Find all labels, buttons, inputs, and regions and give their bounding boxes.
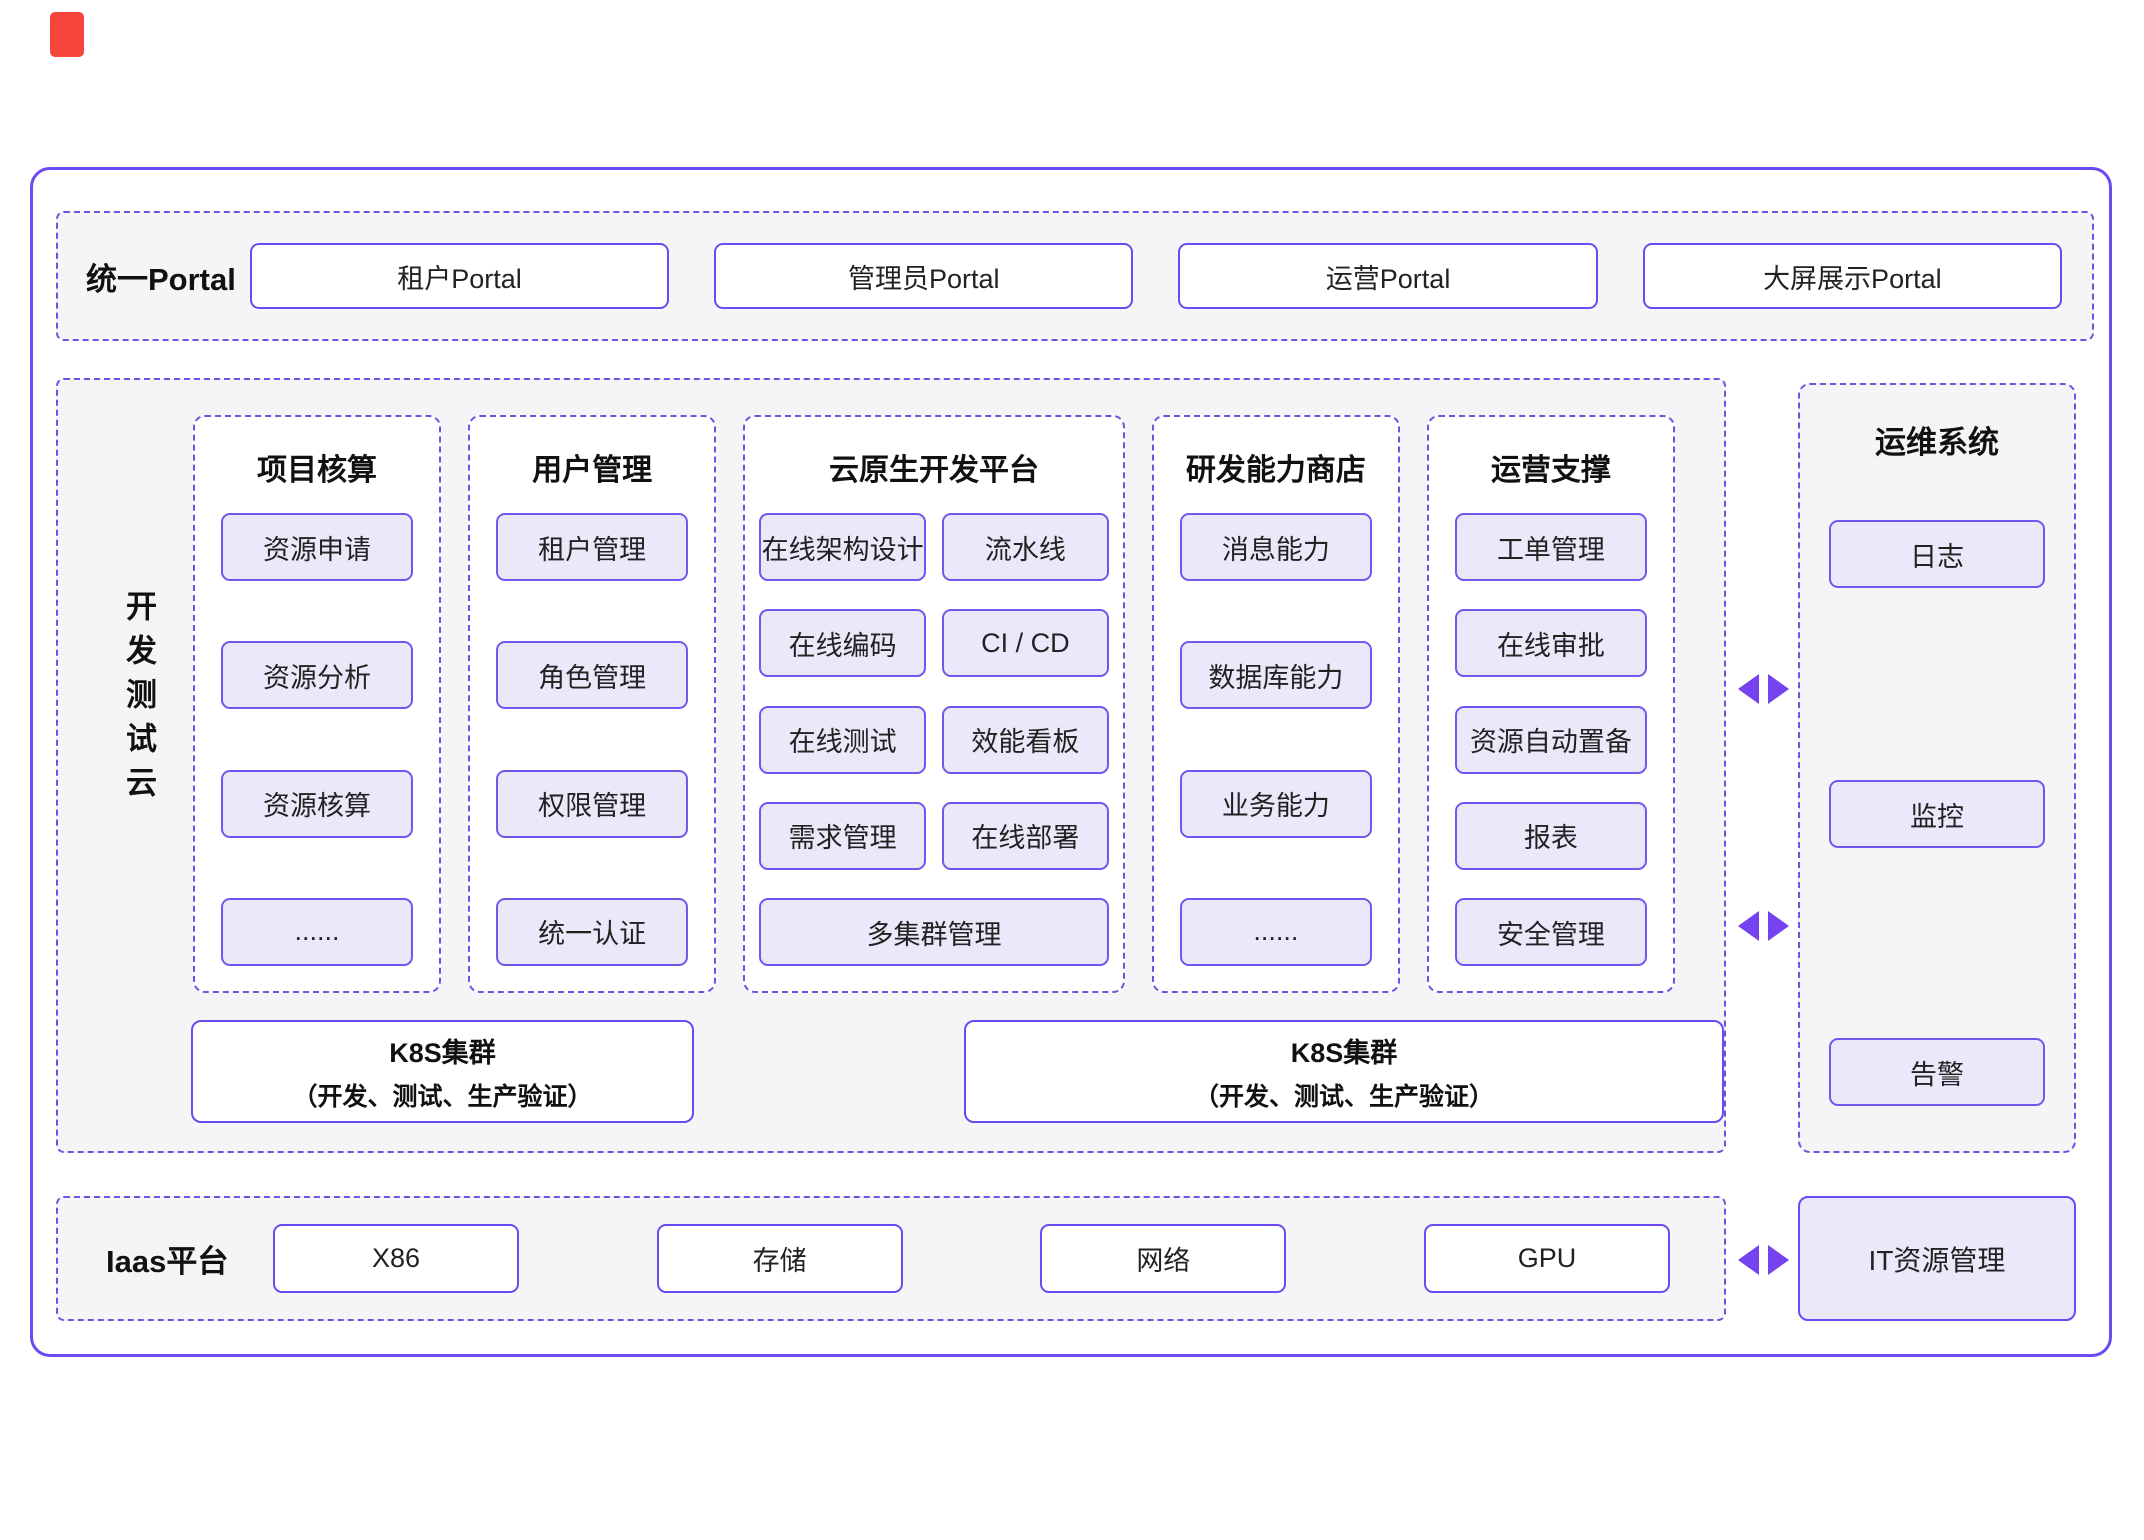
it-resource-box: IT资源管理 bbox=[1798, 1196, 2076, 1321]
item-box: 统一认证 bbox=[496, 897, 689, 966]
item-box: 资源自动置备 bbox=[1454, 705, 1647, 774]
arrow-right-icon bbox=[1768, 674, 1789, 704]
k8s-cluster-subtitle: （开发、测试、生产验证） bbox=[292, 1082, 593, 1111]
item-box: 在线架构设计 bbox=[759, 513, 926, 581]
item-box: 报表 bbox=[1454, 801, 1647, 870]
item-box: ...... bbox=[1179, 897, 1372, 966]
item-box: 在线测试 bbox=[759, 705, 926, 774]
item-box: CI / CD bbox=[942, 609, 1109, 678]
ops-item-monitor: 监控 bbox=[1829, 780, 2045, 848]
k8s-cluster-box: K8S集群 （开发、测试、生产验证） bbox=[191, 1020, 694, 1123]
item-box: 在线审批 bbox=[1454, 609, 1647, 678]
k8s-cluster-title: K8S集群 bbox=[1290, 1037, 1398, 1068]
arrow-right-icon bbox=[1768, 911, 1789, 941]
arrow-left-icon bbox=[1738, 674, 1759, 704]
iaas-item-storage: 存储 bbox=[656, 1224, 903, 1293]
bidirectional-arrow bbox=[1738, 1245, 1789, 1275]
iaas-box-row: X86 存储 网络 GPU bbox=[273, 1224, 1670, 1293]
column-title: 项目核算 bbox=[257, 454, 378, 487]
column-items: 工单管理 在线审批 资源自动置备 报表 安全管理 bbox=[1454, 513, 1647, 966]
item-box: 资源核算 bbox=[221, 769, 414, 838]
ops-system-title: 运维系统 bbox=[1875, 425, 1999, 460]
item-box: 业务能力 bbox=[1179, 769, 1372, 838]
column-items: 消息能力 数据库能力 业务能力 ...... bbox=[1179, 513, 1372, 966]
ops-item-alert: 告警 bbox=[1829, 1038, 2045, 1106]
item-box: 需求管理 bbox=[759, 801, 926, 870]
item-row: 在线架构设计 流水线 bbox=[759, 513, 1109, 581]
item-box-multi-cluster: 多集群管理 bbox=[759, 898, 1109, 966]
item-box: 效能看板 bbox=[942, 705, 1109, 774]
column-items: 资源申请 资源分析 资源核算 ...... bbox=[221, 513, 414, 966]
iaas-item-gpu: GPU bbox=[1423, 1224, 1670, 1293]
column-title: 研发能力商店 bbox=[1185, 454, 1366, 487]
column-rd-capability-store: 研发能力商店 消息能力 数据库能力 业务能力 ...... bbox=[1151, 415, 1400, 993]
k8s-cluster-subtitle: （开发、测试、生产验证） bbox=[1193, 1082, 1494, 1111]
column-operation-support: 运营支撑 工单管理 在线审批 资源自动置备 报表 安全管理 bbox=[1426, 415, 1675, 993]
column-title: 运营支撑 bbox=[1490, 454, 1611, 487]
item-row: 在线测试 效能看板 bbox=[759, 705, 1109, 774]
item-box: 资源申请 bbox=[221, 513, 414, 581]
item-box: 资源分析 bbox=[221, 641, 414, 710]
k8s-cluster-box: K8S集群 （开发、测试、生产验证） bbox=[964, 1020, 1724, 1123]
item-row: 需求管理 在线部署 bbox=[759, 801, 1109, 870]
bidirectional-arrow bbox=[1738, 911, 1789, 941]
portal-box-row: 租户Portal 管理员Portal 运营Portal 大屏展示Portal bbox=[249, 243, 2062, 309]
module-columns: 项目核算 资源申请 资源分析 资源核算 ...... 用户管理 租户管理 角色管… bbox=[193, 415, 1675, 993]
arrow-right-icon bbox=[1768, 1245, 1789, 1275]
item-box: 权限管理 bbox=[496, 769, 689, 838]
portal-item-operation: 运营Portal bbox=[1178, 243, 1598, 309]
column-cloud-native-platform: 云原生开发平台 在线架构设计 流水线 在线编码 CI / CD 在线测试 效能看 bbox=[743, 415, 1125, 993]
platform-container: 统一Portal 租户Portal 管理员Portal 运营Portal 大屏展… bbox=[30, 167, 2112, 1357]
bidirectional-arrow bbox=[1738, 674, 1789, 704]
portal-item-bigscreen: 大屏展示Portal bbox=[1642, 243, 2062, 309]
iaas-item-network: 网络 bbox=[1040, 1224, 1287, 1293]
item-row: 在线编码 CI / CD bbox=[759, 609, 1109, 678]
column-items: 在线架构设计 流水线 在线编码 CI / CD 在线测试 效能看板 需求管理 bbox=[759, 513, 1109, 966]
item-box: 工单管理 bbox=[1454, 513, 1647, 581]
dev-test-cloud-label: 开发测试云 bbox=[121, 590, 156, 811]
column-title: 云原生开发平台 bbox=[828, 454, 1039, 487]
arrow-left-icon bbox=[1738, 911, 1759, 941]
item-box: 在线部署 bbox=[942, 801, 1109, 870]
item-box: 租户管理 bbox=[496, 513, 689, 581]
portal-section-title: 统一Portal bbox=[86, 261, 236, 297]
item-box: 消息能力 bbox=[1179, 513, 1372, 581]
item-box: 数据库能力 bbox=[1179, 641, 1372, 710]
item-box: ...... bbox=[221, 897, 414, 966]
portal-item-tenant: 租户Portal bbox=[249, 243, 670, 309]
item-box: 在线编码 bbox=[759, 609, 926, 678]
column-items: 租户管理 角色管理 权限管理 统一认证 bbox=[496, 513, 689, 966]
item-box: 安全管理 bbox=[1454, 898, 1647, 966]
column-title: 用户管理 bbox=[532, 454, 653, 487]
column-user-management: 用户管理 租户管理 角色管理 权限管理 统一认证 bbox=[468, 415, 717, 993]
portal-item-admin: 管理员Portal bbox=[714, 243, 1134, 309]
iaas-section: Iaas平台 X86 存储 网络 GPU bbox=[56, 1196, 1726, 1321]
k8s-cluster-title: K8S集群 bbox=[389, 1037, 496, 1068]
red-marker bbox=[50, 12, 84, 57]
iaas-section-title: Iaas平台 bbox=[106, 1244, 229, 1279]
ops-system-panel: 运维系统 日志 监控 告警 bbox=[1798, 383, 2076, 1153]
dev-test-cloud-section: 开发测试云 项目核算 资源申请 资源分析 资源核算 ...... 用户管理 租户… bbox=[56, 378, 1726, 1153]
arrow-left-icon bbox=[1738, 1245, 1759, 1275]
portal-section: 统一Portal 租户Portal 管理员Portal 运营Portal 大屏展… bbox=[56, 211, 2094, 341]
item-box: 流水线 bbox=[942, 513, 1109, 581]
column-project-accounting: 项目核算 资源申请 资源分析 资源核算 ...... bbox=[193, 415, 442, 993]
ops-item-log: 日志 bbox=[1829, 520, 2045, 588]
item-box: 角色管理 bbox=[496, 641, 689, 710]
iaas-item-x86: X86 bbox=[273, 1224, 519, 1293]
